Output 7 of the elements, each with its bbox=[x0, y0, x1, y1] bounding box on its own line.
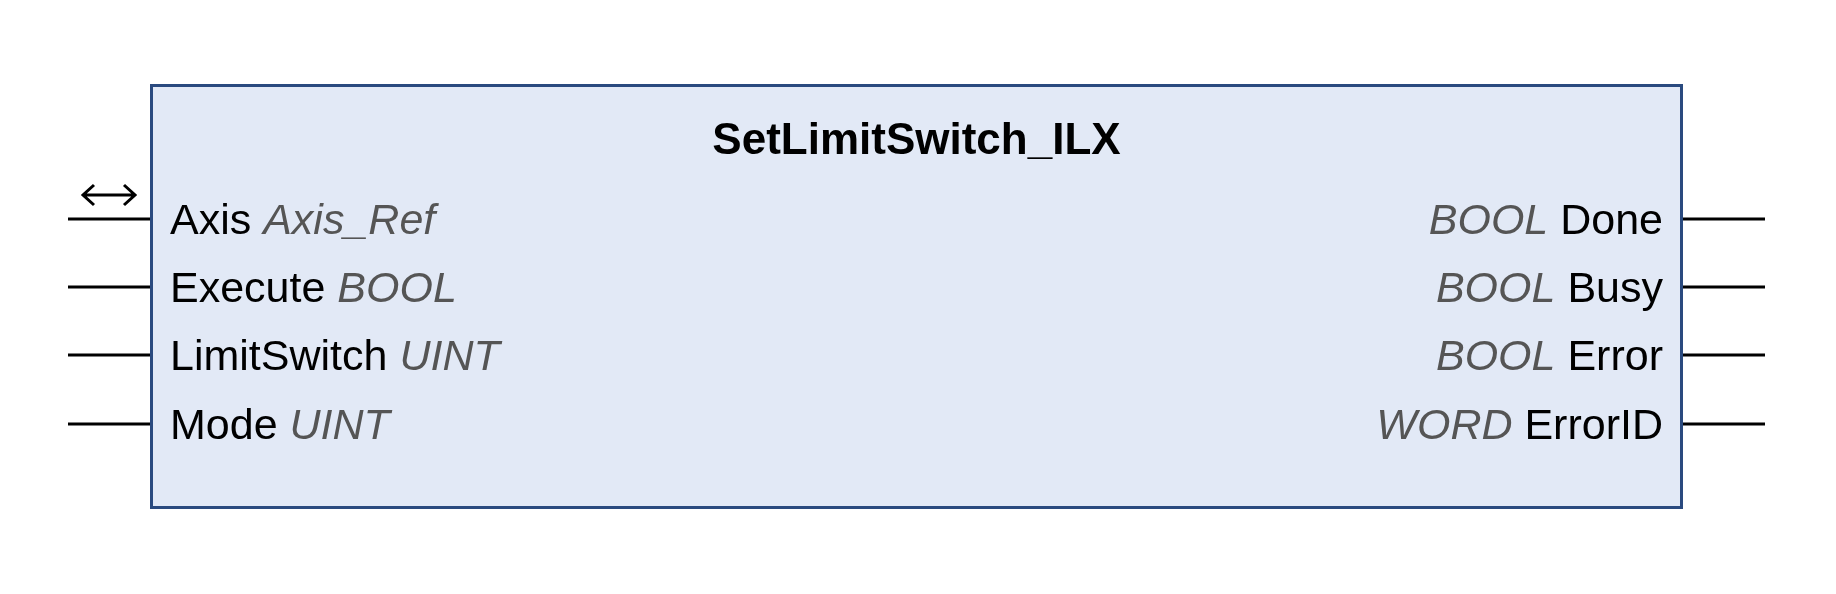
output-pin-label: BOOL Done bbox=[1428, 193, 1680, 245]
output-pin-label: BOOL Busy bbox=[1435, 261, 1680, 313]
input-pin-label: Execute BOOL bbox=[153, 261, 457, 313]
output-pin-label: WORD ErrorID bbox=[1376, 398, 1680, 450]
block-title: SetLimitSwitch_ILX bbox=[711, 113, 1122, 165]
output-pin-label: BOOL Error bbox=[1436, 329, 1680, 381]
function-block bbox=[150, 84, 1683, 509]
